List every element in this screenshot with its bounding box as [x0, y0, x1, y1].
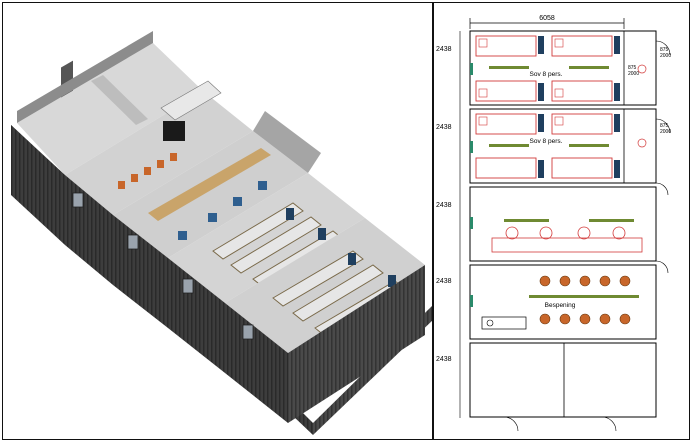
module-1-door-dim-h: 2000: [660, 53, 671, 59]
module-1-door-dim-h-b: 2000: [628, 71, 639, 77]
module-1-front-wall: [11, 125, 65, 245]
module-5-lockers: [348, 253, 396, 287]
module-2-chairs: [118, 153, 177, 189]
kitchen-counter: [160, 80, 222, 121]
plan-module-2: 2438 Sov 8 pers. 875 2000: [436, 108, 671, 184]
module-2-height-dim: 2438: [436, 124, 452, 131]
floor-plan: 6058 2438: [436, 15, 671, 432]
module-5-front-wall: [225, 303, 288, 423]
module-2-floor: [65, 91, 253, 215]
front-windows: [72, 192, 254, 340]
module-4-floor: [168, 173, 365, 303]
module-4-front-wall: [168, 258, 225, 373]
overall-dimension-label: 6058: [539, 15, 555, 22]
module-1-floor: [17, 43, 203, 175]
module-3-front-wall: [113, 215, 168, 328]
module-1-height-dim: 2438: [436, 46, 452, 53]
module-1-back-wall: [17, 31, 153, 123]
module-4-lockers: [286, 208, 326, 240]
entry-doors: [655, 182, 669, 274]
module-1-room-label: Sov 8 pers.: [530, 71, 563, 78]
plan-panel: 6058 2438: [433, 2, 690, 440]
module-4-room-label: Bespening: [545, 302, 576, 309]
module-3-back-wall: [253, 111, 321, 173]
module-1-door-dim-w: 875: [660, 47, 669, 53]
desk-counter: [148, 148, 271, 221]
render-panel: [2, 2, 435, 440]
plan-module-3: 2438: [436, 186, 657, 262]
module-2-door-dim-w: 875: [660, 123, 669, 129]
module-2-room-label: Sov 8 pers.: [530, 138, 563, 145]
module-3-height-dim: 2438: [436, 202, 452, 209]
end-wall: [288, 265, 425, 423]
module-1-door-dim-w-b: 875: [628, 65, 637, 71]
plan-module-4: 2438 Bespening: [436, 264, 657, 340]
module-2-door-dim-h: 2000: [660, 129, 671, 135]
plan-module-5: 2438: [436, 342, 657, 432]
module-3-chairs: [178, 181, 267, 240]
module-4-height-dim: 2438: [436, 278, 452, 285]
kitchen-stove: [163, 121, 185, 141]
plan-module-1: 2438 Sov 8 pers.: [436, 30, 671, 106]
isometric-render: [11, 31, 435, 435]
module-3-floor: [113, 131, 308, 258]
module-5-floor: [225, 218, 425, 353]
module-1-partition: [91, 75, 148, 125]
module-5-height-dim: 2438: [436, 356, 452, 363]
